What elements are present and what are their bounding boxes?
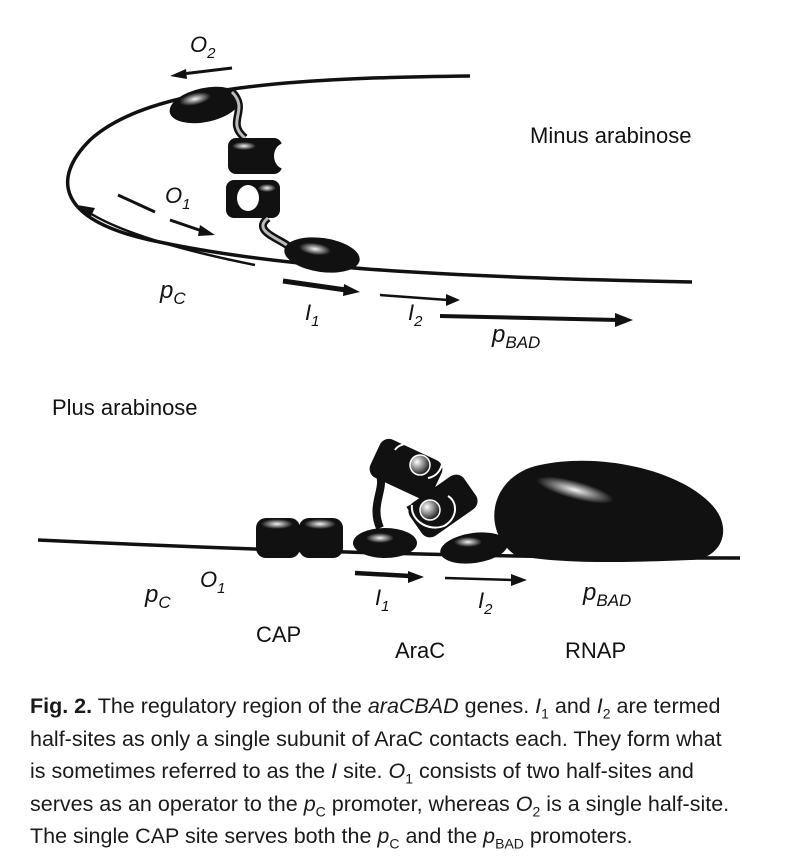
caption-line-5: The single CAP site serves both the pC a…	[30, 820, 780, 853]
label-arac: AraC	[395, 638, 445, 663]
pc-arrowhead	[77, 205, 95, 218]
caption-pc: p	[377, 824, 390, 848]
label-rnap: RNAP	[565, 638, 626, 663]
label-pbad-top: pBAD	[491, 321, 540, 352]
label-i2-bottom: I2	[478, 588, 493, 618]
caption-o1: O	[388, 759, 406, 783]
caption-i-site: I	[331, 759, 338, 783]
cap-subunit-right	[299, 518, 343, 558]
caption-gene: araCBAD	[367, 694, 459, 718]
pbad-arrow	[439, 314, 619, 322]
dna-loop	[65, 74, 693, 284]
caption-text: promoters.	[523, 824, 633, 848]
label-o1-top: O1	[165, 183, 190, 213]
arac-dbd-left	[353, 528, 417, 558]
label-i1-top: I1	[305, 300, 319, 330]
arac-arm-lower	[408, 474, 478, 538]
o2-arrowhead	[170, 69, 187, 79]
arac-regulation-diagram: Minus arabinose O2 O1 pC I1 I2 pBAD Plus…	[37, 32, 741, 663]
o1-arrow-a	[117, 193, 156, 214]
caption-text: promoter, whereas	[325, 791, 516, 816]
label-o1-bottom: O1	[200, 567, 225, 597]
rnap-body	[494, 460, 724, 563]
arabinose-bead-upper	[409, 454, 431, 476]
caption-line-3: is sometimes referred to as the I site. …	[30, 755, 780, 788]
label-pbad-bottom: pBAD	[582, 579, 631, 610]
caption-sub: BAD	[495, 835, 524, 852]
cap-subunit-left	[256, 518, 300, 558]
bottom-panel-plus-arabinose: Plus arabinose	[37, 395, 741, 663]
caption-text: consists of two half-sites and	[413, 759, 694, 783]
caption-sub: C	[389, 835, 400, 852]
label-cap: CAP	[256, 622, 301, 647]
caption-sub: 2	[602, 705, 611, 722]
label-i1-bottom: I1	[375, 585, 389, 615]
arac-arm-outline-upper	[394, 441, 444, 479]
i1-arrow	[282, 278, 347, 293]
i1-arrow-bottom	[354, 570, 411, 579]
arac-dimer-active	[353, 438, 508, 564]
caption-text: and the	[399, 824, 484, 848]
caption-sub: 1	[541, 705, 549, 722]
i1-arrowhead-bottom	[408, 571, 424, 583]
arac-arm-upper	[369, 438, 443, 500]
caption-pbad: p	[483, 824, 496, 848]
i2-arrowhead-bottom	[511, 574, 527, 586]
pc-arrow	[87, 210, 256, 267]
caption-i2: I	[596, 694, 603, 718]
caption-sub: 2	[532, 802, 541, 819]
arac-arm-outline-lower	[410, 495, 456, 529]
state-label-plus: Plus arabinose	[52, 395, 198, 420]
pbad-arrowhead	[615, 313, 633, 327]
caption-text: serves as an operator to the	[30, 791, 304, 816]
caption-fig-label: Fig. 2.	[30, 694, 93, 718]
caption-text: genes.	[458, 694, 536, 718]
arabinose-bead-lower	[419, 499, 441, 521]
label-pc-top: pC	[159, 277, 186, 308]
arac-linker-left	[372, 473, 386, 530]
caption-sub: C	[315, 802, 326, 819]
caption-i1: I	[535, 694, 542, 718]
caption-o2: O	[515, 791, 533, 816]
i2-arrow-bottom	[444, 576, 514, 582]
caption-text: The single CAP site serves both the	[30, 824, 378, 848]
figure-caption: Fig. 2. The regulatory region of the ara…	[30, 690, 780, 853]
o2-arrow	[181, 66, 233, 76]
caption-text: is a single half-site.	[540, 791, 730, 816]
i1-arrowhead	[343, 284, 360, 296]
caption-text: are termed	[610, 694, 721, 718]
caption-line-1: Fig. 2. The regulatory region of the ara…	[30, 690, 780, 723]
cap-dimer	[256, 518, 343, 558]
label-i2-top: I2	[408, 300, 423, 330]
caption-text: and	[548, 694, 597, 718]
top-panel-minus-arabinose: Minus arabinose O2 O1 pC I1 I2 pBAD	[65, 32, 693, 352]
caption-line-2: half-sites as only a single subunit of A…	[30, 726, 722, 751]
rnap	[494, 460, 724, 563]
label-o2: O2	[190, 32, 216, 62]
caption-pc: p	[303, 791, 316, 816]
caption-text: is sometimes referred to as the	[30, 759, 332, 783]
caption-text: site.	[337, 759, 389, 783]
caption-sub: 1	[405, 770, 414, 787]
label-pc-bottom: pC	[144, 581, 171, 612]
i2-arrowhead	[446, 294, 460, 306]
caption-line-4: serves as an operator to the pC promoter…	[30, 788, 780, 821]
state-label-minus: Minus arabinose	[530, 123, 691, 148]
caption-text: The regulatory region of the	[92, 694, 368, 718]
arac-dimer-looped	[169, 86, 360, 273]
i2-arrow	[379, 293, 449, 302]
o1-arrowhead	[198, 225, 215, 236]
